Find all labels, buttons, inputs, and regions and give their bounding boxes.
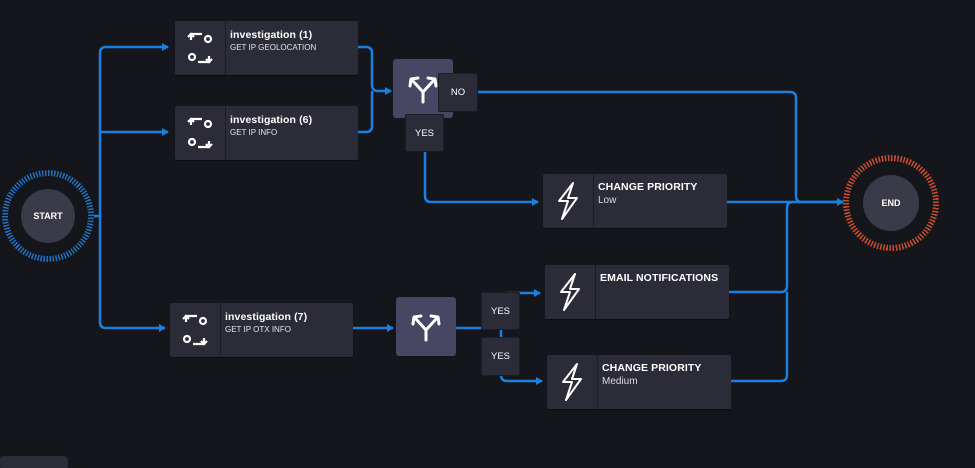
edge-start-to-inv7 xyxy=(98,216,166,332)
investigation-gear-arrows-icon xyxy=(170,303,221,357)
branch-tag-yes-medium[interactable]: YES xyxy=(481,337,520,376)
investigation-title: investigation (7) xyxy=(225,311,308,323)
branch-tag-yes-email[interactable]: YES xyxy=(481,292,520,330)
action-subtitle: Low xyxy=(598,195,617,206)
investigation-title: investigation (1) xyxy=(230,29,313,41)
edge-inv6-to-decision1 xyxy=(358,91,374,134)
investigation-gear-arrows-icon xyxy=(175,106,226,160)
lightning-bolt-icon xyxy=(547,355,598,409)
action-title: EMAIL NOTIFICATIONS xyxy=(600,272,719,284)
branch-split-icon xyxy=(408,76,438,103)
action-subtitle: Medium xyxy=(602,376,638,387)
edge-start-to-inv1 xyxy=(94,43,169,218)
start-label: START xyxy=(21,189,75,243)
action-node-change-priority-medium[interactable]: CHANGE PRIORITY Medium xyxy=(547,355,731,409)
branch-tag-yes[interactable]: YES xyxy=(405,114,444,152)
end-label: END xyxy=(863,175,919,231)
decision-node-2[interactable] xyxy=(396,297,456,356)
action-title: CHANGE PRIORITY xyxy=(598,181,698,193)
investigation-subtitle: GET IP OTX INFO xyxy=(225,325,291,334)
edge-change-medium-to-end xyxy=(731,292,789,383)
investigation-node-1[interactable]: investigation (1) GET IP GEOLOCATION xyxy=(175,21,358,75)
edge-yes-to-change-low xyxy=(423,150,539,206)
investigation-gear-arrows-icon xyxy=(175,21,226,75)
branch-tag-no[interactable]: NO xyxy=(438,73,478,112)
investigation-node-6[interactable]: investigation (6) GET IP INFO xyxy=(175,106,358,160)
edge-email-to-end xyxy=(729,200,794,294)
action-title: CHANGE PRIORITY xyxy=(602,362,702,374)
investigation-subtitle: GET IP GEOLOCATION xyxy=(230,43,317,52)
investigation-subtitle: GET IP INFO xyxy=(230,128,278,137)
edge-inv1-to-decision1 xyxy=(358,45,392,95)
investigation-node-7[interactable]: investigation (7) GET IP OTX INFO xyxy=(170,303,353,357)
start-node[interactable]: START xyxy=(2,170,94,262)
action-node-email-notifications[interactable]: EMAIL NOTIFICATIONS xyxy=(545,265,729,319)
lightning-bolt-icon xyxy=(545,265,596,319)
lightning-bolt-icon xyxy=(543,174,594,228)
investigation-title: investigation (6) xyxy=(230,114,313,126)
action-node-change-priority-low[interactable]: CHANGE PRIORITY Low xyxy=(543,174,727,228)
end-node[interactable]: END xyxy=(843,155,939,251)
bottom-toolbar-stub[interactable] xyxy=(0,456,68,468)
branch-split-icon xyxy=(411,314,441,341)
